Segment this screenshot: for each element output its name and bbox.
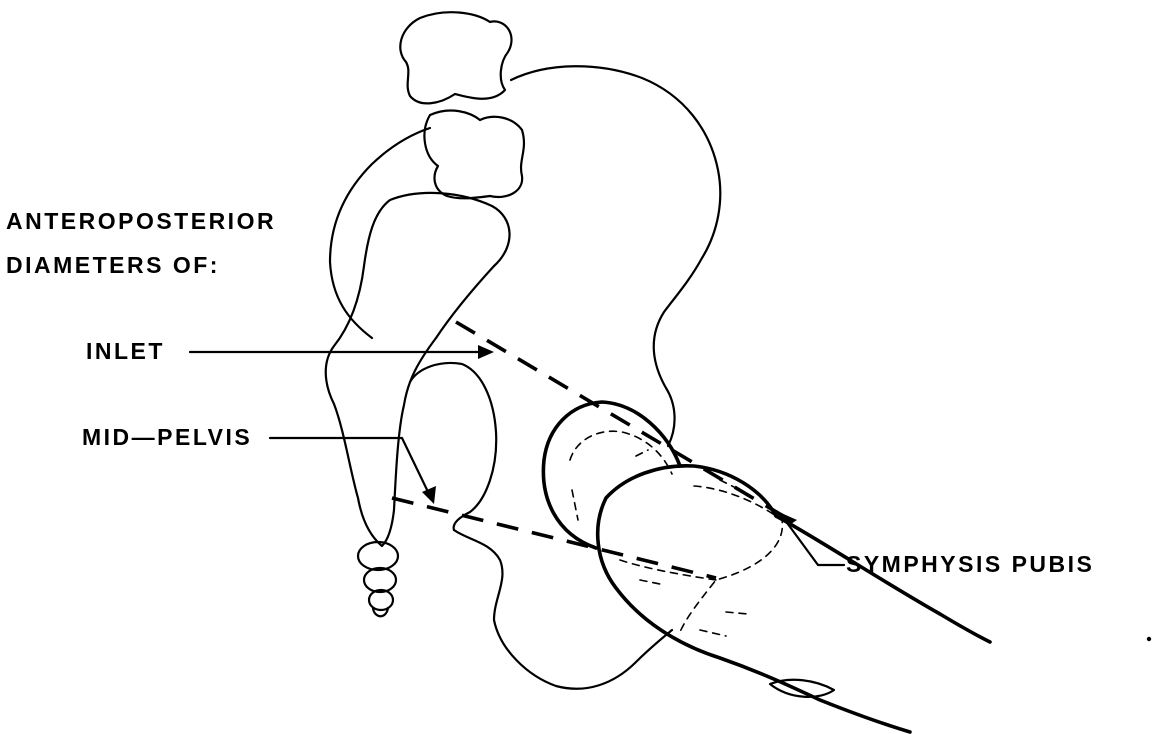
inlet-diameter-line xyxy=(456,322,790,520)
inlet-arrowhead xyxy=(478,345,494,359)
pubis-front-lower-edge xyxy=(776,516,990,642)
midpelvis-arrowhead xyxy=(422,486,436,504)
midpelvis-diameter-line xyxy=(392,498,716,578)
ink-speck xyxy=(1147,637,1151,641)
iliac-wing xyxy=(330,66,720,446)
pubis-back-cylinder xyxy=(543,402,680,548)
coccyx-segment-1 xyxy=(358,542,398,570)
ischial-notch xyxy=(410,363,496,530)
inlet-label: INLET xyxy=(86,340,165,363)
ischium-outline xyxy=(454,530,672,689)
symphysis-pubis-label: SYMPHYSIS PUBIS xyxy=(846,553,1094,576)
heading-line-2: DIAMETERS OF: xyxy=(6,254,220,277)
heading-line-1: ANTEROPOSTERIOR xyxy=(6,210,276,233)
lower-vertebra xyxy=(424,111,524,199)
sacrum xyxy=(326,193,510,546)
coccyx-segment-2 xyxy=(364,568,396,592)
pubis-front-cylinder xyxy=(598,466,910,732)
mid-pelvis-label: MID—PELVIS xyxy=(82,426,252,449)
upper-vertebra xyxy=(400,12,511,103)
